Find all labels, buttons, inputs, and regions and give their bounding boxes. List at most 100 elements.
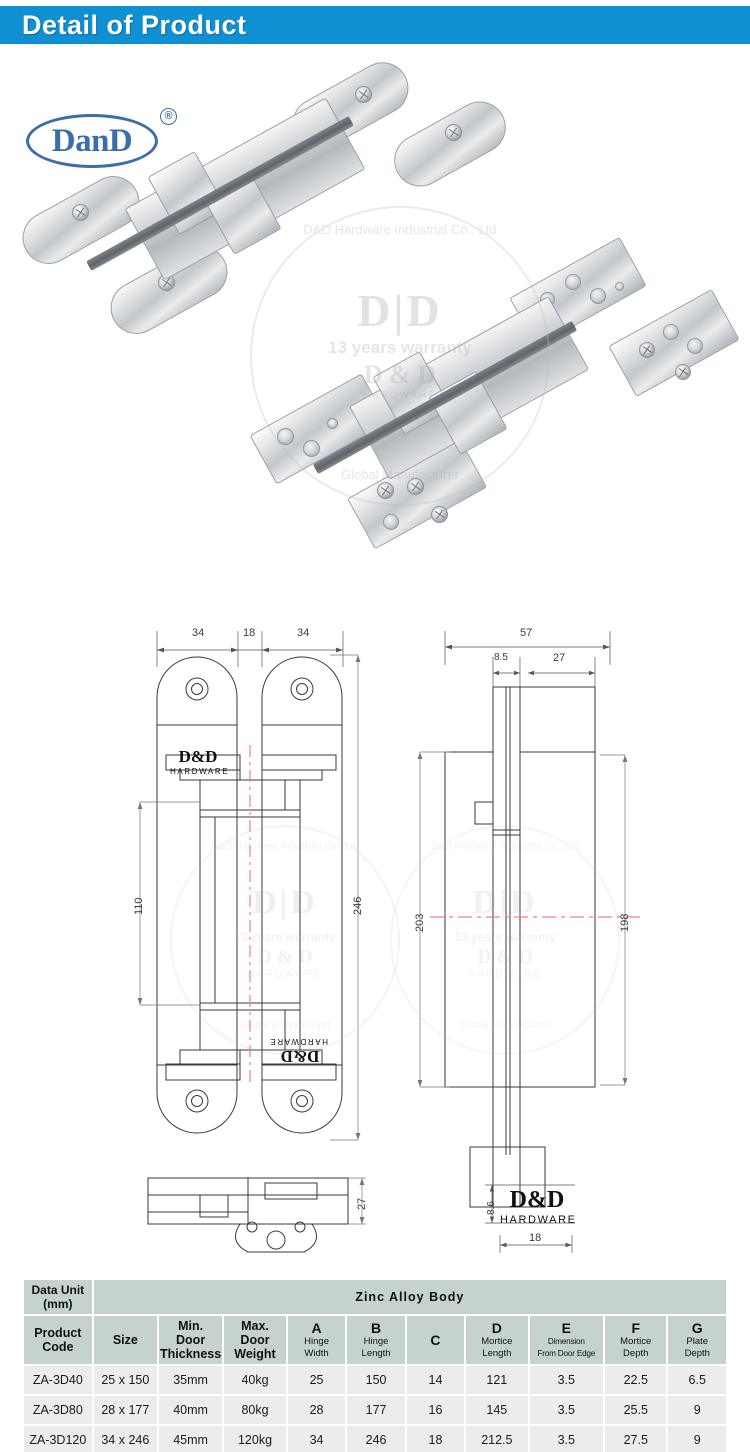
col-a-sub1: Hinge bbox=[304, 1336, 329, 1347]
mounting-hole bbox=[615, 282, 624, 291]
drawing-brand-mark-top: D&D HARDWARE bbox=[170, 747, 230, 776]
col-mt-line2: Door bbox=[176, 1333, 206, 1347]
col-header-b: B Hinge Length bbox=[347, 1316, 405, 1364]
dim-plate-depth: 8.5 bbox=[494, 652, 508, 663]
cell-e: 3.5 bbox=[529, 1426, 603, 1452]
col-e-sub1: Dimension bbox=[547, 1337, 585, 1346]
screw-icon bbox=[355, 86, 372, 103]
dim-logo-width: 18 bbox=[529, 1232, 542, 1244]
screw-icon bbox=[407, 478, 424, 495]
dand-logo: DanD ® bbox=[26, 108, 177, 170]
cell-g: 9 bbox=[668, 1426, 726, 1452]
dim-center-width: 18 bbox=[243, 627, 256, 639]
table-header-group-title: Zinc Alloy Body bbox=[93, 1280, 726, 1314]
col-g-sub1: Plate bbox=[686, 1336, 709, 1347]
col-header-e: E Dimension From Door Edge bbox=[529, 1316, 603, 1364]
dim-mortice-length: 203 bbox=[414, 913, 426, 932]
screw-icon bbox=[445, 124, 462, 141]
hinge-product-upper bbox=[10, 52, 516, 386]
col-header-max-weight: Max. Door Weight bbox=[224, 1316, 286, 1364]
col-c-letter: C bbox=[430, 1332, 441, 1348]
drawing-dd-text: D&D bbox=[280, 1047, 320, 1066]
dim-overall-height: 198 bbox=[619, 913, 631, 932]
table-header-row-columns: Product Code Size Min. Door Thickness Ma… bbox=[24, 1316, 726, 1364]
table-row: ZA-3D120 34 x 246 45mm 120kg 34 246 18 2… bbox=[24, 1426, 726, 1452]
cell-code: ZA-3D80 bbox=[24, 1396, 92, 1424]
cell-size: 25 x 150 bbox=[93, 1366, 158, 1394]
cell-max-weight: 80kg bbox=[224, 1396, 286, 1424]
screw-icon bbox=[639, 342, 655, 358]
screw-icon bbox=[377, 482, 394, 499]
col-d-sub1: Mortice bbox=[481, 1336, 513, 1347]
cell-min-thickness: 35mm bbox=[159, 1366, 223, 1394]
col-e-sub2: From Door Edge bbox=[537, 1349, 596, 1358]
drawing-hardware-text: HARDWARE bbox=[268, 1037, 328, 1046]
col-b-sub2: Length bbox=[361, 1348, 391, 1359]
col-b-letter: B bbox=[371, 1320, 382, 1336]
cell-f: 25.5 bbox=[604, 1396, 667, 1424]
logo-ellipse bbox=[26, 114, 158, 168]
dim-total-depth: 57 bbox=[520, 627, 533, 639]
col-code-line1: Product bbox=[34, 1326, 82, 1340]
col-header-g: G Plate Depth bbox=[668, 1316, 726, 1364]
screw-icon bbox=[675, 364, 691, 380]
mounting-hole bbox=[565, 274, 581, 290]
col-g-sub2: Depth bbox=[684, 1348, 710, 1359]
product-photo: DanD ® bbox=[0, 46, 750, 591]
cell-a: 34 bbox=[287, 1426, 346, 1452]
dim-mortice-depth-side: 27 bbox=[553, 652, 566, 664]
col-header-c: C bbox=[406, 1316, 465, 1364]
dim-body-height: 110 bbox=[133, 897, 145, 915]
dim-leaf-left-width: 34 bbox=[192, 627, 205, 639]
col-g-letter: G bbox=[691, 1320, 703, 1336]
col-f-sub2: Depth bbox=[623, 1348, 649, 1359]
screw-icon bbox=[431, 506, 448, 523]
registered-trademark-icon: ® bbox=[160, 108, 177, 125]
col-a-letter: A bbox=[311, 1320, 322, 1336]
cell-b: 177 bbox=[347, 1396, 405, 1424]
cell-size: 28 x 177 bbox=[93, 1396, 158, 1424]
technical-drawing-svg bbox=[137, 631, 640, 1253]
dim-total-length: 246 bbox=[352, 896, 364, 915]
cell-e: 3.5 bbox=[529, 1366, 603, 1394]
section-banner: Detail of Product bbox=[0, 6, 750, 44]
cell-d: 121 bbox=[466, 1366, 528, 1394]
drawing-dd-text: D&D bbox=[178, 747, 218, 766]
cell-c: 16 bbox=[406, 1396, 465, 1424]
col-header-size: Size bbox=[93, 1316, 158, 1364]
col-mt-line1: Min. bbox=[178, 1319, 204, 1333]
col-header-min-thickness: Min. Door Thickness bbox=[159, 1316, 223, 1364]
drawing-brand-mark-bottom: D&D HARDWARE bbox=[268, 1037, 328, 1066]
hinge-mounting-plate bbox=[608, 289, 740, 397]
col-header-a: A Hinge Width bbox=[287, 1316, 346, 1364]
col-a-sub2: Width bbox=[304, 1348, 329, 1359]
mounting-hole bbox=[277, 428, 294, 445]
cell-g: 9 bbox=[668, 1396, 726, 1424]
table-body: ZA-3D40 25 x 150 35mm 40kg 25 150 14 121… bbox=[24, 1366, 726, 1452]
col-header-d: D Mortice Length bbox=[466, 1316, 528, 1364]
cell-max-weight: 40kg bbox=[224, 1366, 286, 1394]
screw-icon bbox=[72, 204, 89, 221]
table-row: ZA-3D40 25 x 150 35mm 40kg 25 150 14 121… bbox=[24, 1366, 726, 1394]
table-header-row-group: Data Unit (mm) Zinc Alloy Body bbox=[24, 1280, 726, 1314]
col-b-sub1: Hinge bbox=[363, 1336, 389, 1347]
col-header-product-code: Product Code bbox=[24, 1316, 92, 1364]
mounting-hole bbox=[663, 324, 679, 340]
cell-max-weight: 120kg bbox=[224, 1426, 286, 1452]
col-mw-line3: Weight bbox=[234, 1347, 276, 1361]
cell-e: 3.5 bbox=[529, 1396, 603, 1424]
mounting-hole bbox=[383, 514, 399, 530]
col-d-sub2: Length bbox=[482, 1348, 512, 1359]
cell-c: 14 bbox=[406, 1366, 465, 1394]
cell-a: 28 bbox=[287, 1396, 346, 1424]
drawing-hardware-text: HARDWARE bbox=[170, 767, 230, 776]
mounting-hole bbox=[687, 338, 703, 354]
logo-detail-hardware: HARDWARE bbox=[500, 1214, 577, 1226]
technical-drawings: 34 18 34 110 246 D&D HARDWARE D&D HARDWA… bbox=[0, 595, 750, 1275]
cell-g: 6.5 bbox=[668, 1366, 726, 1394]
data-unit-line2: (mm) bbox=[43, 1297, 73, 1311]
cell-d: 145 bbox=[466, 1396, 528, 1424]
col-e-letter: E bbox=[561, 1320, 571, 1336]
cell-c: 18 bbox=[406, 1426, 465, 1452]
